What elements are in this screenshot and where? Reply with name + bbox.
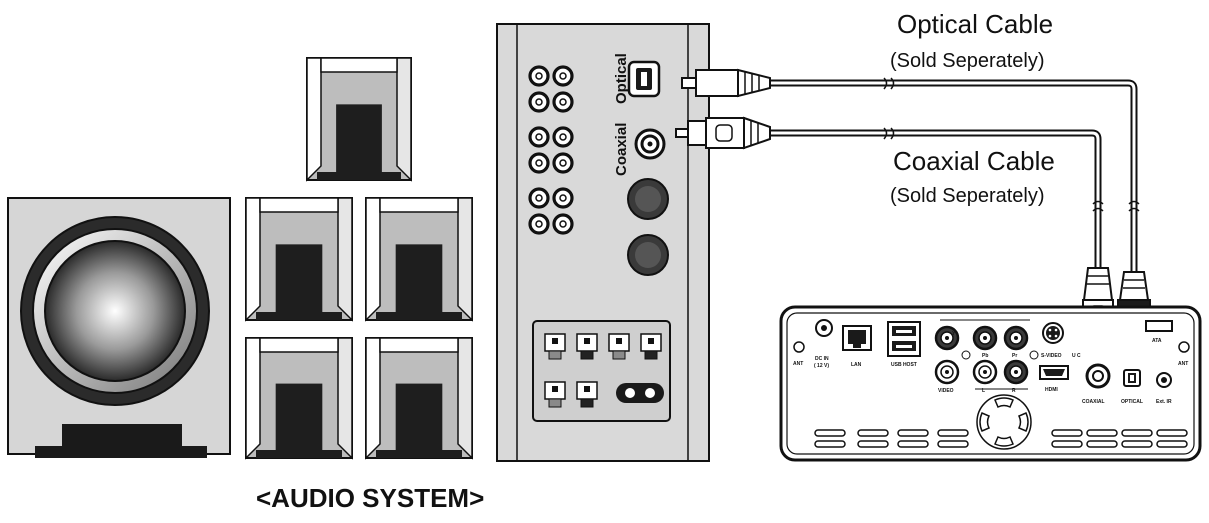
audio-l-label: L <box>982 388 985 394</box>
av-rca-jack <box>1003 325 1029 351</box>
ant-right-jack <box>1178 341 1190 353</box>
rca-jack <box>552 213 574 235</box>
av-rca-jack <box>972 325 998 351</box>
usb-host-ports <box>887 321 921 357</box>
subwoofer <box>7 197 231 458</box>
speaker-terminal <box>576 333 598 360</box>
receiver-large-jack-1 <box>627 178 669 220</box>
rca-jack <box>528 213 550 235</box>
optical-plug-receiver <box>681 68 771 98</box>
rca-jack <box>528 91 550 113</box>
rca-jack <box>552 152 574 174</box>
satellite-speakers <box>245 57 473 460</box>
av-rca-jack <box>934 325 960 351</box>
hdmi-port <box>1039 365 1069 380</box>
ant-left-jack <box>793 341 805 353</box>
dc-in-voltage-label: ( 12 V) <box>814 363 829 369</box>
receiver-optical-jack <box>627 60 661 98</box>
player-coaxial-label: COAXIAL <box>1082 399 1105 405</box>
av-rca-jack <box>1003 359 1029 385</box>
player-optical-jack <box>1123 369 1141 387</box>
rca-jack <box>552 126 574 148</box>
receiver-coaxial-jack <box>634 128 666 160</box>
rca-jack <box>528 187 550 209</box>
ext-ir-label: Ext. IR <box>1156 399 1172 405</box>
front-right-speaker <box>365 197 473 322</box>
lan-port <box>842 325 872 351</box>
coaxial-plug-receiver <box>675 116 771 150</box>
rear-left-speaker <box>245 337 353 460</box>
dc-in-label: DC IN <box>815 356 829 362</box>
sata-label: ATA <box>1152 338 1162 344</box>
receiver-back-panel: Optical Coaxial <box>496 23 710 462</box>
rca-jack <box>552 91 574 113</box>
av-rca-jacks <box>934 319 1039 390</box>
lan-label: LAN <box>851 362 862 368</box>
optical-sold-separately-label: (Sold Seperately) <box>890 50 1045 72</box>
rear-right-speaker <box>365 337 473 460</box>
speaker-terminal <box>576 381 598 408</box>
rca-jack <box>528 126 550 148</box>
usb-host-label: USB HOST <box>891 362 917 368</box>
ant-left-label: ANT <box>793 361 803 367</box>
player-optical-label: OPTICAL <box>1121 399 1143 405</box>
cooling-fan <box>976 394 1032 450</box>
center-speaker <box>306 57 412 182</box>
rca-jack <box>528 152 550 174</box>
receiver-large-jack-2 <box>627 234 669 276</box>
media-player-back-panel: ANT DC IN ( 12 V) LAN USB HOST Y Pb Pr V… <box>779 305 1202 462</box>
coaxial-sold-separately-label: (Sold Seperately) <box>890 185 1045 207</box>
video-label: VIDEO <box>938 388 954 394</box>
coaxial-cable-label: Coaxial Cable <box>893 146 1055 176</box>
av-rca-jack <box>934 359 960 385</box>
rca-jack <box>552 187 574 209</box>
rca-jack <box>528 65 550 87</box>
y-label: Y <box>952 331 956 337</box>
av-rca-jack <box>972 359 998 385</box>
speaker-terminal <box>640 333 662 360</box>
audio-system-caption: <AUDIO SYSTEM> <box>256 483 484 513</box>
rca-output-jacks <box>528 65 574 235</box>
rca-jack <box>552 65 574 87</box>
speaker-terminal <box>544 381 566 408</box>
svideo-label: S-VIDEO <box>1041 353 1062 359</box>
audio-r-label: R <box>1012 388 1016 394</box>
pb-label: Pb <box>982 353 988 359</box>
speaker-terminal <box>608 333 630 360</box>
speaker-terminal-block <box>532 320 671 422</box>
speaker-terminal <box>544 333 566 360</box>
hdmi-label: HDMI <box>1045 387 1058 393</box>
svideo-jack <box>1042 322 1064 344</box>
vent-slots <box>814 429 1188 448</box>
receiver-coaxial-label: Coaxial <box>613 123 630 176</box>
front-left-speaker <box>245 197 353 322</box>
sata-port <box>1145 320 1173 332</box>
optical-cable-label: Optical Cable <box>897 9 1053 39</box>
pr-label: Pr <box>1012 353 1017 359</box>
usb-device-label: U C <box>1072 353 1081 359</box>
ant-right-label: ANT <box>1178 361 1188 367</box>
receiver-optical-label: Optical <box>613 53 630 104</box>
player-coaxial-jack <box>1085 363 1111 389</box>
